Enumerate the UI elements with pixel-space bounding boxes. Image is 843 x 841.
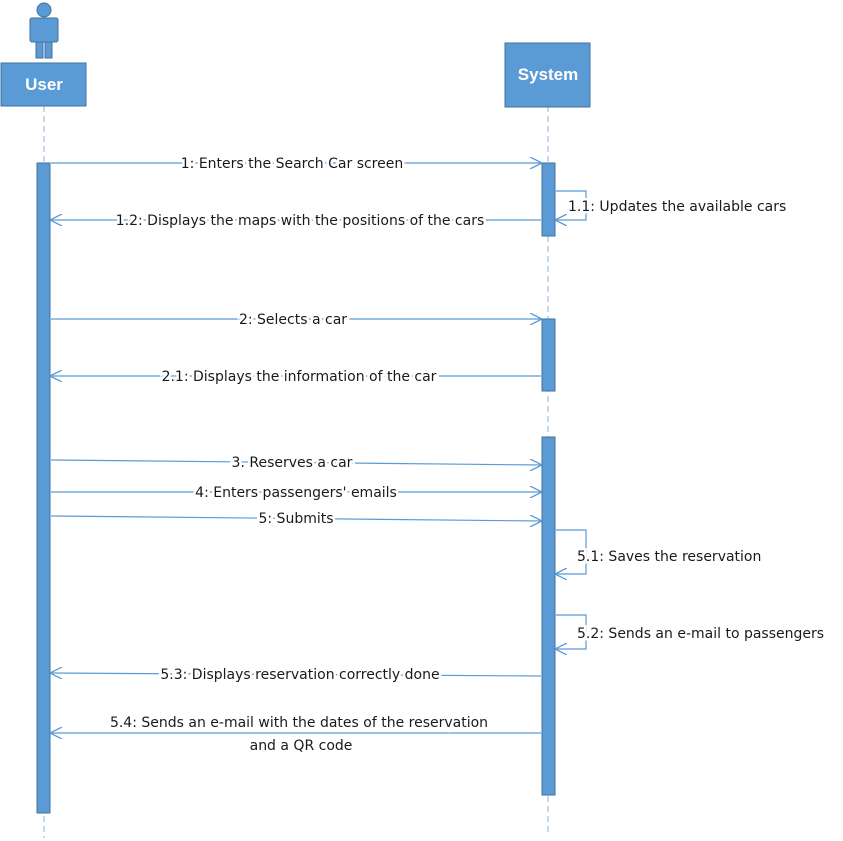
system-activation-bar-2 xyxy=(541,318,556,392)
message-3-label: 3. Reserves a car xyxy=(232,455,353,471)
message-5-4: 5.4: Sends an e-mail with the dates of t… xyxy=(51,713,541,757)
system-activation-bar-3 xyxy=(541,436,556,796)
stick-figure-icon xyxy=(29,2,59,59)
message-5-2-label: 5.2: Sends an e-mail to passengers xyxy=(577,626,824,642)
message-5-3-label: 5.3: Displays reservation correctly done xyxy=(160,667,439,683)
message-2-1-label: 2.1: Displays the information of the car xyxy=(162,369,437,385)
message-5-label: 5: Submits xyxy=(258,511,333,527)
message-2-label: 2: Selects a car xyxy=(239,312,347,328)
message-5-1-label: 5.1: Saves the reservation xyxy=(577,549,761,565)
system-participant-box: System xyxy=(504,42,591,108)
message-3: 3. Reserves a car xyxy=(50,453,541,474)
message-5-4-label-line-1: 5.4: Sends an e-mail with the dates of t… xyxy=(110,715,488,731)
user-activation-bar xyxy=(36,162,51,814)
message-5-4-label-line-2: and a QR code xyxy=(250,738,353,754)
message-2: 2: Selects a car xyxy=(51,310,541,331)
message-1: 1: Enters the Search Car screen xyxy=(51,154,541,175)
message-4: 4: Enters passengers' emails xyxy=(51,483,541,504)
message-4-label: 4: Enters passengers' emails xyxy=(195,485,397,501)
system-label: System xyxy=(518,65,578,84)
message-1-label: 1: Enters the Search Car screen xyxy=(181,156,403,172)
message-1-1-label: 1.1: Updates the available cars xyxy=(568,199,786,215)
message-5-3: 5.3: Displays reservation correctly done xyxy=(51,665,542,686)
message-1-1: 1.1: Updates the available cars xyxy=(556,190,789,220)
message-1-2-label: 1.2: Displays the maps with the position… xyxy=(116,213,485,229)
system-activation-bar-1 xyxy=(541,162,556,237)
message-5: 5: Submits xyxy=(50,509,541,530)
message-5-2: 5.2: Sends an e-mail to passengers xyxy=(556,614,827,649)
message-1-2: 1.2: Displays the maps with the position… xyxy=(51,211,541,232)
message-2-1: 2.1: Displays the information of the car xyxy=(51,367,541,388)
message-5-1: 5.1: Saves the reservation xyxy=(556,529,764,574)
user-participant-box: User xyxy=(0,62,87,107)
user-label: User xyxy=(25,75,63,94)
